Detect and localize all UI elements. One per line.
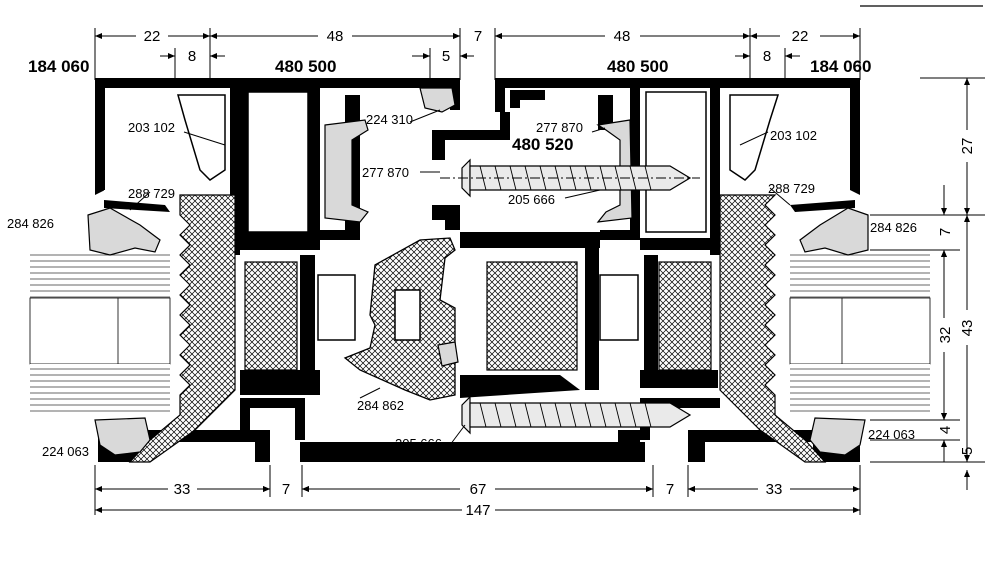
dim-bottom-7-left: 7 [282, 481, 290, 498]
part-interlock: 480 520 [512, 135, 573, 154]
insulation-right [719, 194, 827, 463]
label-gasket-bottom-left: 224 063 [42, 444, 89, 459]
gasket-center-clip [437, 341, 459, 367]
dim-top-22-left: 22 [144, 28, 161, 45]
label-seal-right: 284 826 [870, 220, 917, 235]
dim-overall-width: 147 [465, 502, 490, 519]
label-bead-left: 288 729 [128, 186, 175, 201]
dim-right-5: 5 [959, 447, 976, 455]
label-gasket-bottom-right: 224 063 [868, 427, 915, 442]
label-cover: 244 058 [560, 442, 607, 457]
label-seal-left: 284 826 [7, 216, 54, 231]
dim-top-8-right: 8 [763, 48, 771, 65]
part-frame-right: 184 060 [810, 57, 871, 76]
dim-right-32: 32 [937, 327, 954, 344]
screw-bottom [461, 395, 692, 435]
label-insert-left: 277 870 [362, 165, 409, 180]
dim-top-7: 7 [474, 28, 482, 45]
insert-right [596, 119, 633, 223]
sash-profile-right [460, 78, 750, 398]
dim-right-4: 4 [937, 426, 954, 434]
dim-top-5: 5 [442, 48, 450, 65]
insert-left [324, 119, 369, 223]
top-dimensions [94, 28, 861, 80]
part-sash-left: 480 500 [275, 57, 336, 76]
gasket-center-cavity [394, 289, 421, 341]
bead-left [104, 200, 170, 212]
cover-profile [618, 430, 640, 442]
dim-overall-height: 43 [959, 320, 976, 337]
label-clip-left: 203 102 [128, 120, 175, 135]
dim-top-22-right: 22 [792, 28, 809, 45]
dim-bottom-7-right: 7 [666, 481, 674, 498]
bead-right [790, 200, 855, 212]
label-gasket-top: 224 310 [366, 112, 413, 127]
right-dimensions [870, 77, 985, 490]
label-clip-right: 203 102 [770, 128, 817, 143]
seal-right [799, 207, 869, 256]
bottom-dimensions [94, 465, 861, 515]
dim-right-27: 27 [959, 138, 976, 155]
bottom-rail [300, 442, 645, 462]
gasket-top [419, 87, 456, 113]
label-gasket-center: 284 862 [357, 398, 404, 413]
dim-right-7: 7 [937, 228, 954, 236]
label-screw-bottom: 205 666 [395, 436, 442, 451]
gasket-bottom-left [94, 417, 151, 456]
seal-left [87, 207, 161, 256]
label-insert-right: 277 870 [536, 120, 583, 135]
dim-top-48-right: 48 [614, 28, 631, 45]
gasket-bottom-right [809, 417, 866, 456]
leader-lines [129, 109, 791, 451]
glass-right [789, 250, 931, 412]
dim-top-48-left: 48 [327, 28, 344, 45]
dim-top-8-left: 8 [188, 48, 196, 65]
part-sash-right: 480 500 [607, 57, 668, 76]
part-frame-left: 184 060 [28, 57, 89, 76]
label-screw-top: 205 666 [508, 192, 555, 207]
dim-bottom-33-right: 33 [766, 481, 783, 498]
insulation-left [128, 194, 236, 463]
glass-left [29, 250, 171, 412]
dim-bottom-33-left: 33 [174, 481, 191, 498]
interlock-profile [432, 78, 630, 230]
dim-bottom-67: 67 [470, 481, 487, 498]
label-bead-right: 288 729 [768, 181, 815, 196]
